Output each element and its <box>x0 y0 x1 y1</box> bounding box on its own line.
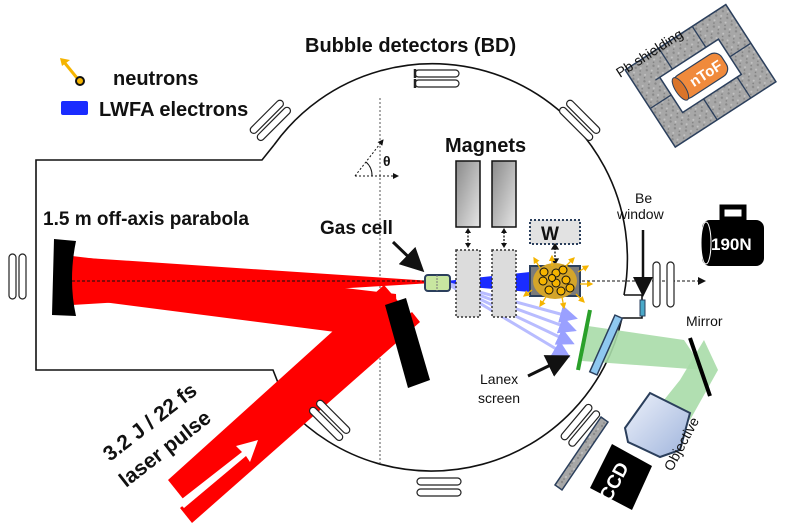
magnet-2-position-alt <box>491 249 517 318</box>
lanex-screen <box>576 309 592 371</box>
fold-mirror <box>385 298 430 388</box>
gas-cell-pointer <box>391 240 425 273</box>
objective-lens <box>623 391 692 459</box>
bubble-detector-top <box>413 69 460 88</box>
magnets-label: Magnets <box>445 135 526 157</box>
bubble-detector-left <box>8 253 27 300</box>
ccd-camera <box>590 444 652 510</box>
theta-label: θ <box>383 153 391 169</box>
electron-legend-swatch <box>61 101 88 115</box>
bubble-detectors <box>8 69 675 497</box>
mirror-label: Mirror <box>686 313 723 329</box>
tungsten-target-alt <box>529 219 581 245</box>
bubble-detector-lower-right <box>560 403 601 447</box>
bubble-detector-lower-left <box>308 399 351 442</box>
magnets <box>455 160 517 318</box>
bubble-detector-upper-left <box>249 99 292 142</box>
vacuum-chamber <box>35 62 643 472</box>
chamber-wall-lower <box>287 317 623 472</box>
neutron-legend-icon <box>62 61 79 79</box>
off-axis-parabola-mirror <box>52 239 76 316</box>
bubble-detector-bottom <box>416 477 462 497</box>
be-window-label-1: Be <box>635 190 652 206</box>
chamber-viewport <box>588 314 624 376</box>
lanex-label-2: screen <box>478 390 520 406</box>
legend <box>60 58 88 115</box>
detector-190n-label: 190N <box>711 235 752 254</box>
chamber-extension <box>35 144 289 409</box>
bubble-detectors-label: Bubble detectors (BD) <box>305 35 516 57</box>
magnet-1 <box>455 160 481 228</box>
detector-190n <box>700 204 764 266</box>
imaging-mirror <box>688 337 712 397</box>
be-window-label-2: window <box>616 206 665 222</box>
pb-shielding <box>624 3 777 149</box>
lanex-pointer <box>527 355 571 378</box>
magnet-2 <box>491 160 517 228</box>
be-window <box>639 299 646 317</box>
legend-neutrons-label: neutrons <box>113 68 199 90</box>
neutron-converter <box>522 254 594 310</box>
lanex-label-1: Lanex <box>480 371 518 387</box>
bubble-detector-right <box>652 261 675 308</box>
ccd-shielding <box>553 415 610 492</box>
parabola-label: 1.5 m off-axis parabola <box>43 209 249 230</box>
axis-arrowhead <box>698 277 706 285</box>
bubble-detector-upper-right <box>558 99 601 142</box>
theta-angle-indicator <box>354 139 399 179</box>
magnet-1-position-alt <box>455 249 481 318</box>
w-target-label: W <box>541 224 559 245</box>
laser-direction-arrow <box>178 440 258 508</box>
gas-cell-label: Gas cell <box>320 218 393 239</box>
chamber-wall-upper <box>273 62 629 296</box>
legend-electrons-label: LWFA electrons <box>99 99 248 121</box>
